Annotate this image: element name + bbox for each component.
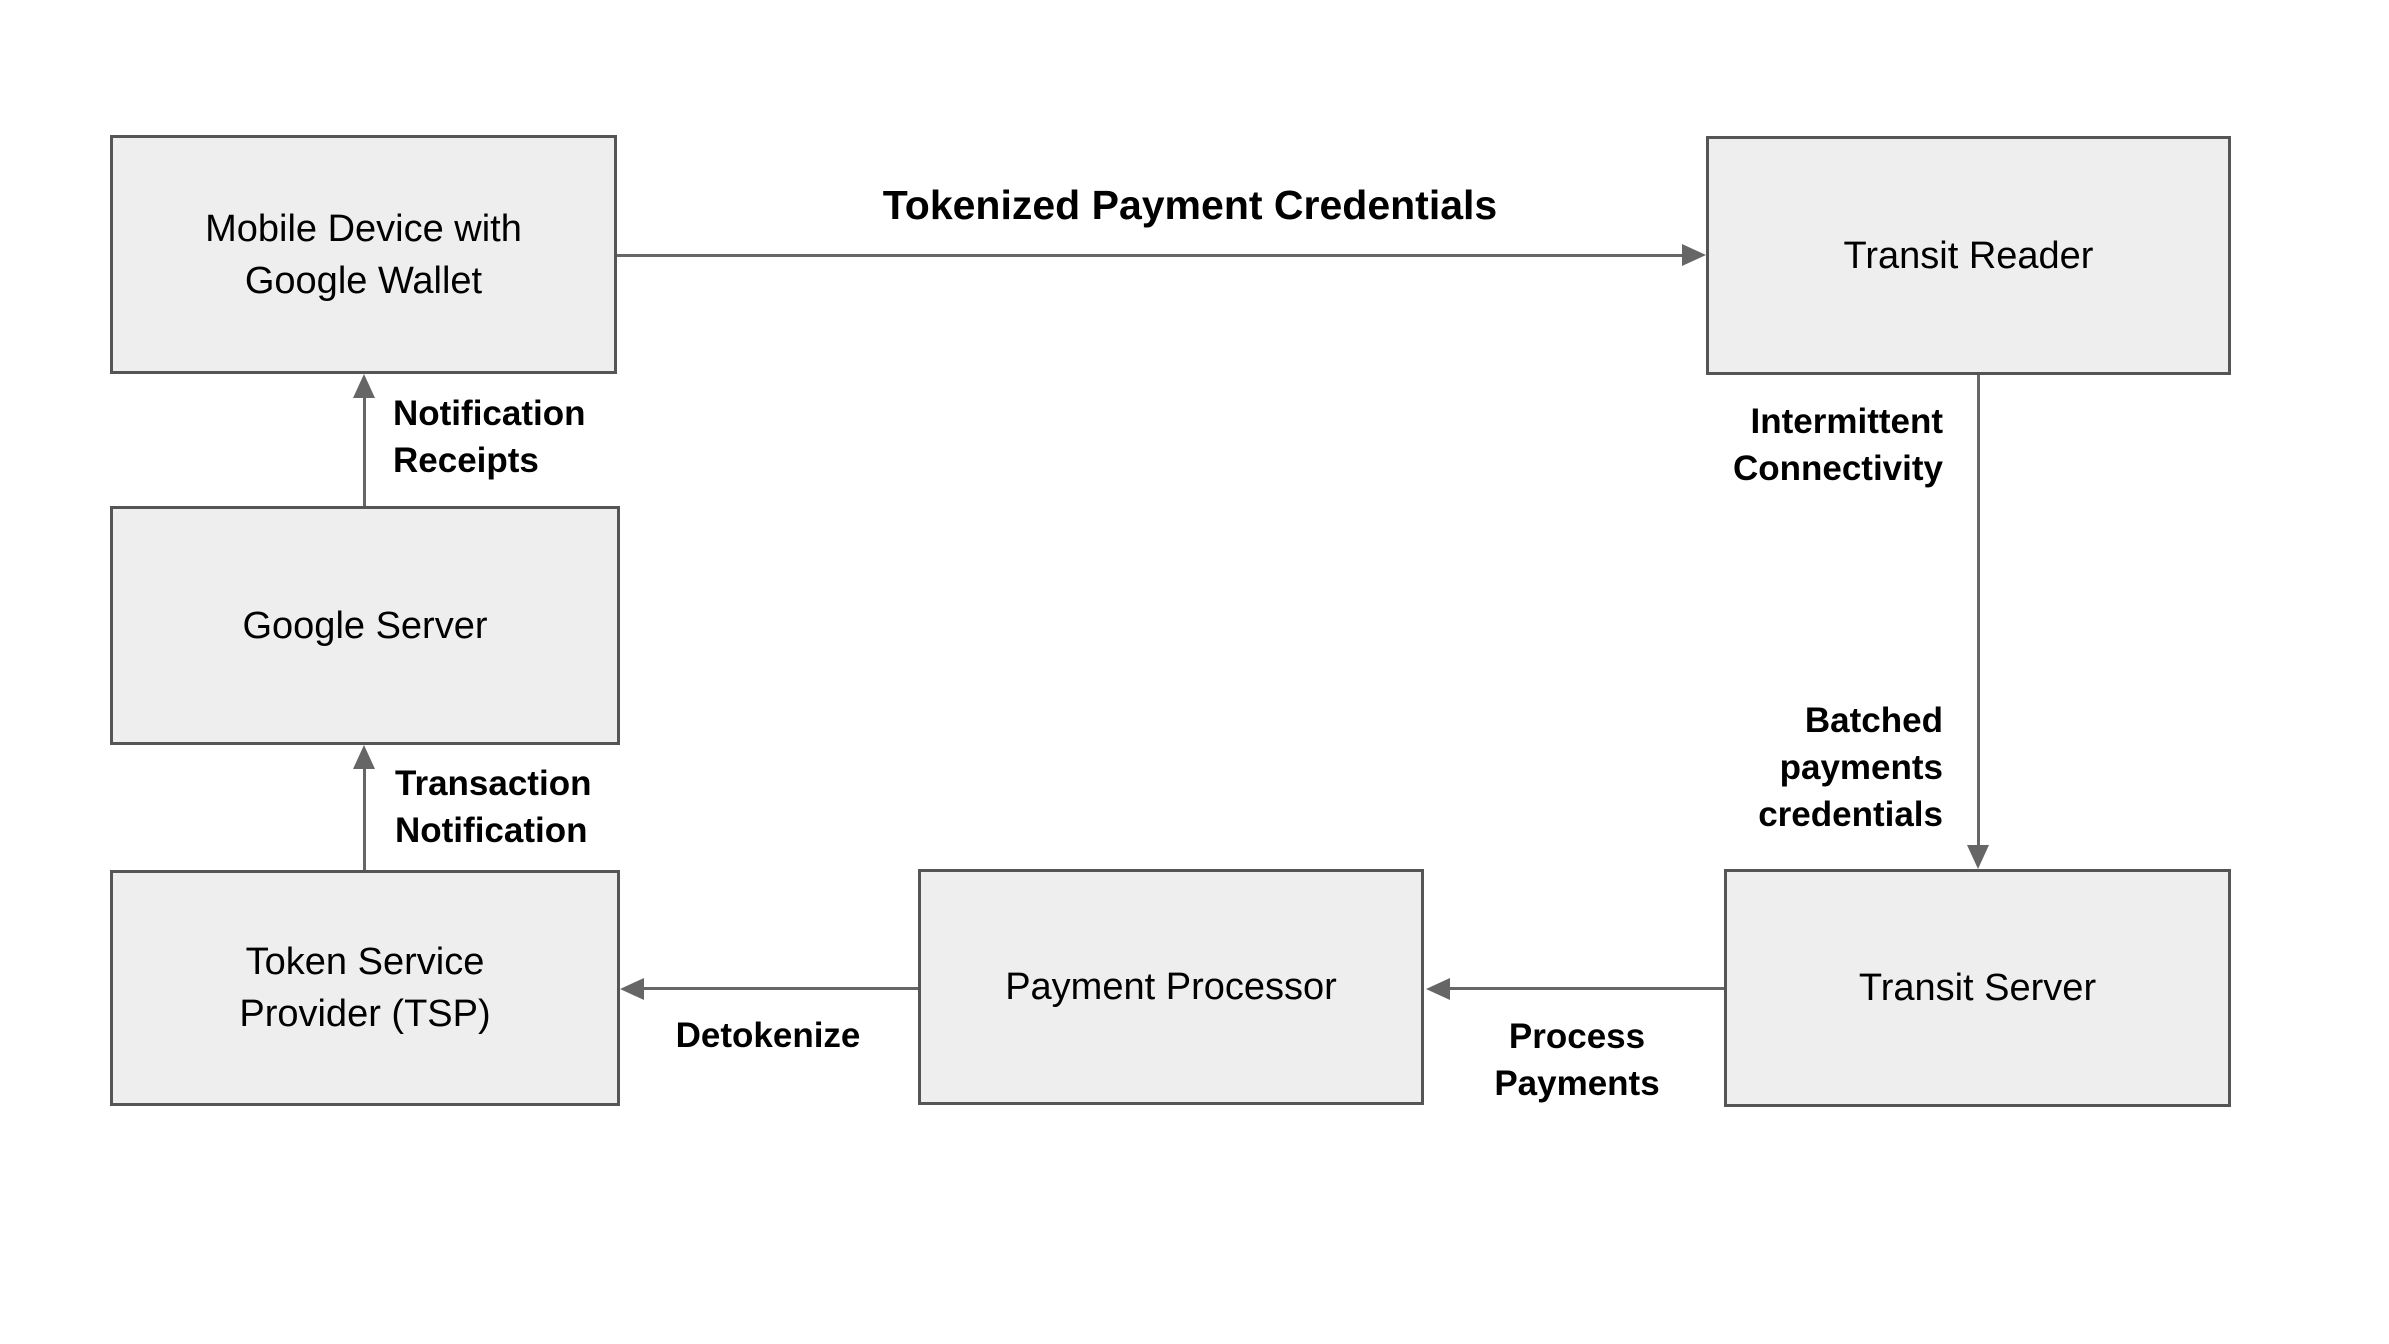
arrow-tsp-to-google-head-icon: [353, 745, 375, 769]
arrow-reader-to-server-line: [1977, 375, 1980, 847]
arrow-server-to-processor-line: [1450, 987, 1724, 990]
arrow-processor-to-tsp-head-icon: [620, 978, 644, 1000]
node-google-server: Google Server: [110, 506, 620, 745]
node-mobile-device-label: Mobile Device with Google Wallet: [205, 207, 522, 302]
label-notification-receipts: Notification Receipts: [393, 394, 586, 480]
node-transit-reader-label: Transit Reader: [1843, 234, 2094, 277]
arrow-mobile-to-reader-head-icon: [1682, 244, 1706, 266]
node-payment-processor-label: Payment Processor: [1005, 966, 1337, 1008]
node-google-server-label: Google Server: [242, 604, 488, 647]
label-detokenize: Detokenize: [675, 1016, 861, 1055]
arrow-server-to-processor-head-icon: [1426, 978, 1450, 1000]
arrow-processor-to-tsp-line: [644, 987, 918, 990]
node-transit-server: Transit Server: [1724, 869, 2231, 1107]
label-tokenized-payment-credentials: Tokenized Payment Credentials: [882, 182, 1498, 228]
label-process-payments: Process Payments: [1494, 1017, 1660, 1103]
node-transit-server-label: Transit Server: [1858, 967, 2097, 1009]
node-mobile-device: Mobile Device with Google Wallet: [110, 135, 617, 374]
node-token-service-provider-label: Token Service Provider (TSP): [239, 941, 491, 1035]
node-payment-processor: Payment Processor: [918, 869, 1424, 1105]
arrow-reader-to-server-head-icon: [1967, 845, 1989, 869]
label-batched-payments-credentials: Batched payments credentials: [1758, 701, 1943, 834]
arrow-tsp-to-google-line: [363, 769, 366, 870]
node-transit-reader: Transit Reader: [1706, 136, 2231, 375]
arrow-google-to-mobile-head-icon: [353, 374, 375, 398]
arrow-google-to-mobile-line: [363, 398, 366, 506]
label-transaction-notification: Transaction Notification: [395, 764, 592, 850]
node-token-service-provider: Token Service Provider (TSP): [110, 870, 620, 1106]
label-intermittent-connectivity: Intermittent Connectivity: [1732, 402, 1943, 488]
arrow-mobile-to-reader-line: [617, 254, 1684, 257]
